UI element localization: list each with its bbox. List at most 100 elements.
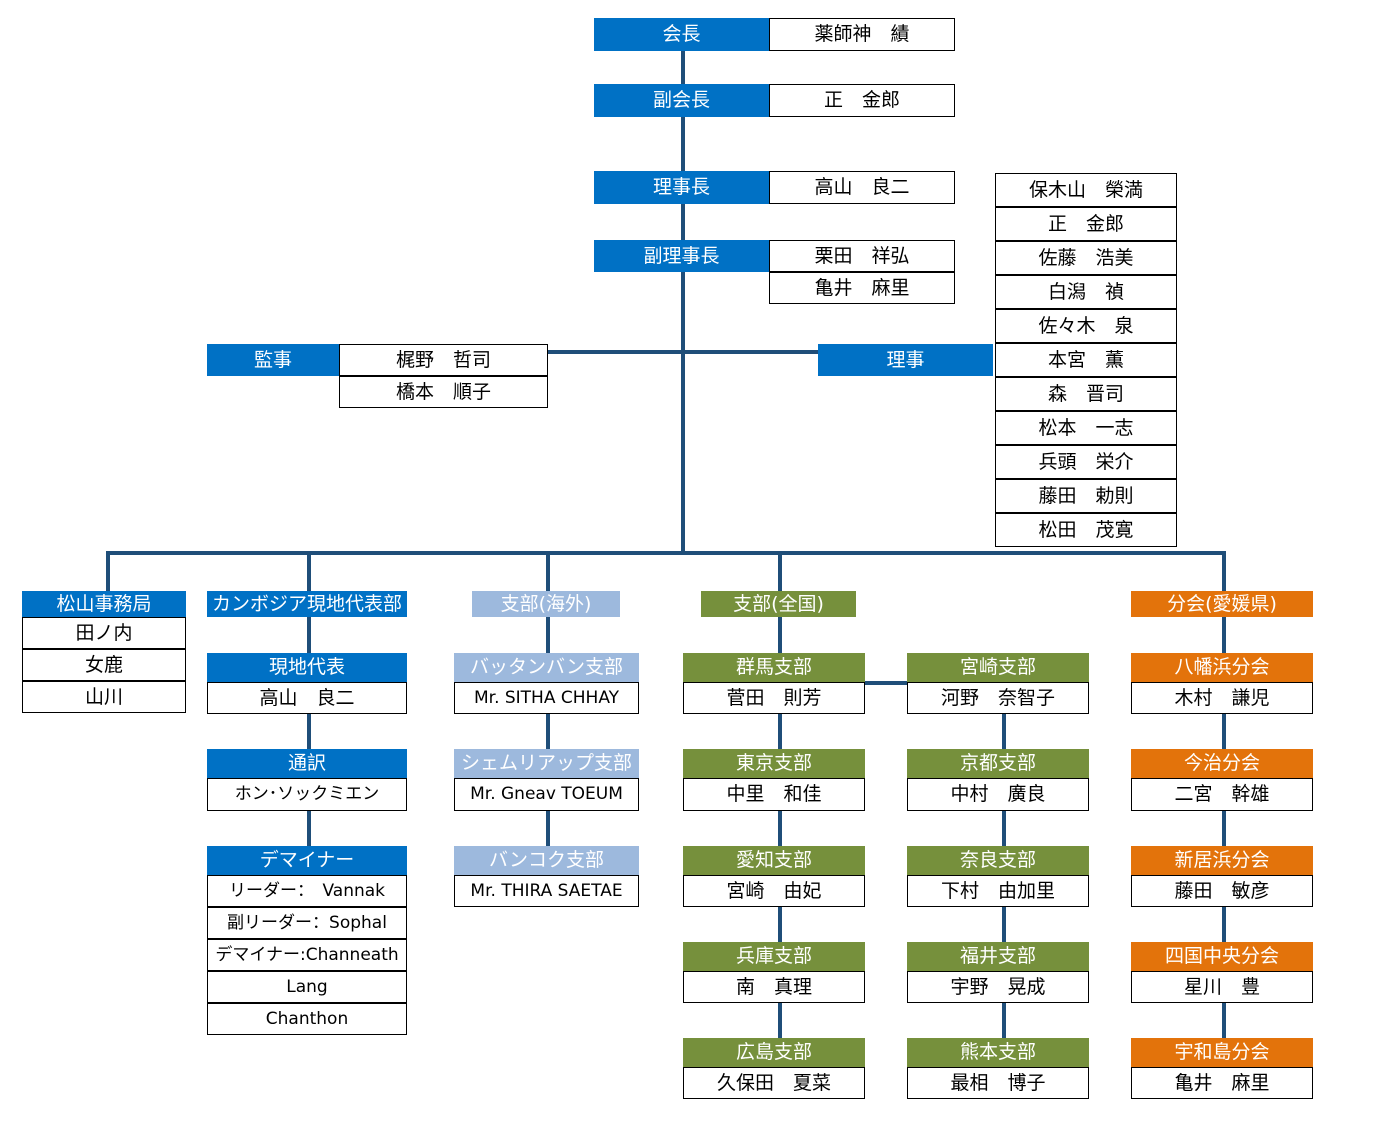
director-name-9: 藤田 勅則 xyxy=(995,479,1177,513)
connector-ehime-1 xyxy=(1222,617,1226,653)
cambodia-deminer-name-4: Chanthon xyxy=(207,1003,407,1035)
connector-domestic-l3 xyxy=(778,811,782,846)
chapter-yawatahama-title: 八幡浜分会 xyxy=(1131,653,1313,682)
branch-battambang-name-0: Mr. SITHA CHHAY xyxy=(454,682,639,714)
domestic-branches-title: 支部(全国) xyxy=(701,591,856,617)
branch-tokyo-name-0: 中里 和佳 xyxy=(683,778,865,811)
chapter-imabari-title: 今治分会 xyxy=(1131,749,1313,778)
connector-drop-overseas xyxy=(546,551,550,591)
branch-bangkok-title: バンコク支部 xyxy=(454,846,639,875)
connector-overseas-1 xyxy=(546,617,550,653)
connector-ehime-3 xyxy=(1222,811,1226,846)
connector-drop-ehime xyxy=(1222,551,1226,591)
auditor-title: 監事 xyxy=(207,344,339,376)
branch-kyoto-title: 京都支部 xyxy=(907,749,1089,778)
chapter-niihama-name-0: 藤田 敏彦 xyxy=(1131,875,1313,907)
connector-drop-domestic xyxy=(778,551,782,591)
cambodia-rep-name-0: 高山 良二 xyxy=(207,682,407,714)
cambodia-interpreter-title: 通訳 xyxy=(207,749,407,778)
director-name-7: 松本 一志 xyxy=(995,411,1177,445)
branch-fukui-title: 福井支部 xyxy=(907,942,1089,971)
connector-cambodia-2 xyxy=(307,714,311,749)
connector-cambodia-1 xyxy=(307,617,311,653)
branch-hyogo-title: 兵庫支部 xyxy=(683,942,865,971)
chairman-title: 会長 xyxy=(594,18,769,51)
connector-president-vicepresident xyxy=(681,203,685,241)
chapter-shikokuchuo-name-0: 星川 豊 xyxy=(1131,971,1313,1003)
branch-aichi-title: 愛知支部 xyxy=(683,846,865,875)
connector-main-trunk xyxy=(106,551,1226,555)
cambodia-title: カンボジア現地代表部 xyxy=(207,591,407,617)
branch-bangkok-name-0: Mr. THIRA SAETAE xyxy=(454,875,639,907)
branch-miyazaki-name-0: 河野 奈智子 xyxy=(907,682,1089,714)
connector-domestic-l5 xyxy=(778,1003,782,1038)
director-name-4: 佐々木 泉 xyxy=(995,309,1177,343)
director-name-8: 兵頭 栄介 xyxy=(995,445,1177,479)
branch-battambang-title: バッタンバン支部 xyxy=(454,653,639,682)
overseas-branches-title: 支部(海外) xyxy=(472,591,620,617)
chapter-niihama-title: 新居浜分会 xyxy=(1131,846,1313,875)
connector-vice-president xyxy=(681,117,685,174)
branch-gunma-title: 群馬支部 xyxy=(683,653,865,682)
branch-kumamoto-name-0: 最相 博子 xyxy=(907,1067,1089,1099)
president-title: 理事長 xyxy=(594,171,769,204)
connector-vicepresident-trunk xyxy=(681,270,685,554)
connector-auditor-directors xyxy=(546,350,826,354)
connector-drop-matsuyama xyxy=(106,551,110,591)
directors-title: 理事 xyxy=(818,344,993,376)
chapter-shikokuchuo-title: 四国中央分会 xyxy=(1131,942,1313,971)
chapter-imabari-name-0: 二宮 幹雄 xyxy=(1131,778,1313,811)
branch-tokyo-title: 東京支部 xyxy=(683,749,865,778)
branch-hiroshima-name-0: 久保田 夏菜 xyxy=(683,1067,865,1099)
chapter-uwajima-name-0: 亀井 麻里 xyxy=(1131,1067,1313,1099)
director-name-2: 佐藤 浩美 xyxy=(995,241,1177,275)
director-name-6: 森 晋司 xyxy=(995,377,1177,411)
director-name-1: 正 金郎 xyxy=(995,207,1177,241)
connector-domestic-r4 xyxy=(1002,1003,1006,1038)
cambodia-rep-title: 現地代表 xyxy=(207,653,407,682)
director-name-0: 保木山 榮満 xyxy=(995,173,1177,207)
cambodia-deminer-name-3: Lang xyxy=(207,971,407,1003)
connector-ehime-2 xyxy=(1222,714,1226,749)
cambodia-deminer-title: デマイナー xyxy=(207,846,407,875)
connector-ehime-4 xyxy=(1222,907,1226,942)
chapter-yawatahama-name-0: 木村 謙児 xyxy=(1131,682,1313,714)
branch-siemreap-title: シェムリアップ支部 xyxy=(454,749,639,778)
connector-domestic-l4 xyxy=(778,907,782,942)
connector-domestic-l1 xyxy=(778,617,782,653)
ehime-chapters-title: 分会(愛媛県) xyxy=(1131,591,1313,617)
director-name-5: 本宮 薫 xyxy=(995,343,1177,377)
connector-domestic-l2 xyxy=(778,714,782,749)
connector-domestic-r2 xyxy=(1002,811,1006,846)
chairman-name: 薬師神 績 xyxy=(769,18,955,51)
connector-domestic-r1 xyxy=(1002,714,1006,749)
matsuyama-office-name-0: 田ノ内 xyxy=(22,617,186,649)
connector-ehime-5 xyxy=(1222,1003,1226,1038)
connector-domestic-r3 xyxy=(1002,907,1006,942)
president-name: 高山 良二 xyxy=(769,171,955,204)
branch-kumamoto-title: 熊本支部 xyxy=(907,1038,1089,1067)
vice-chairman-name: 正 金郎 xyxy=(769,84,955,117)
matsuyama-office-name-1: 女鹿 xyxy=(22,649,186,681)
chapter-uwajima-title: 宇和島分会 xyxy=(1131,1038,1313,1067)
branch-nara-title: 奈良支部 xyxy=(907,846,1089,875)
director-name-3: 白潟 禎 xyxy=(995,275,1177,309)
branch-aichi-name-0: 宮崎 由妃 xyxy=(683,875,865,907)
cambodia-deminer-name-0: リーダー： Vannak xyxy=(207,875,407,907)
director-name-10: 松田 茂寛 xyxy=(995,513,1177,547)
branch-hiroshima-title: 広島支部 xyxy=(683,1038,865,1067)
matsuyama-office-name-2: 山川 xyxy=(22,681,186,713)
branch-siemreap-name-0: Mr. Gneav TOEUM xyxy=(454,778,639,811)
branch-hyogo-name-0: 南 真理 xyxy=(683,971,865,1003)
auditor-name-0: 梶野 哲司 xyxy=(339,344,548,376)
connector-drop-cambodia xyxy=(307,551,311,591)
branch-fukui-name-0: 宇野 晃成 xyxy=(907,971,1089,1003)
branch-nara-name-0: 下村 由加里 xyxy=(907,875,1089,907)
connector-overseas-3 xyxy=(546,811,550,846)
cambodia-deminer-name-2: デマイナー:Channeath xyxy=(207,939,407,971)
connector-chairman-vice xyxy=(681,51,685,96)
auditor-name-1: 橋本 順子 xyxy=(339,376,548,408)
vice-president-name-0: 栗田 祥弘 xyxy=(769,240,955,272)
cambodia-deminer-name-1: 副リーダー：Sophal xyxy=(207,907,407,939)
